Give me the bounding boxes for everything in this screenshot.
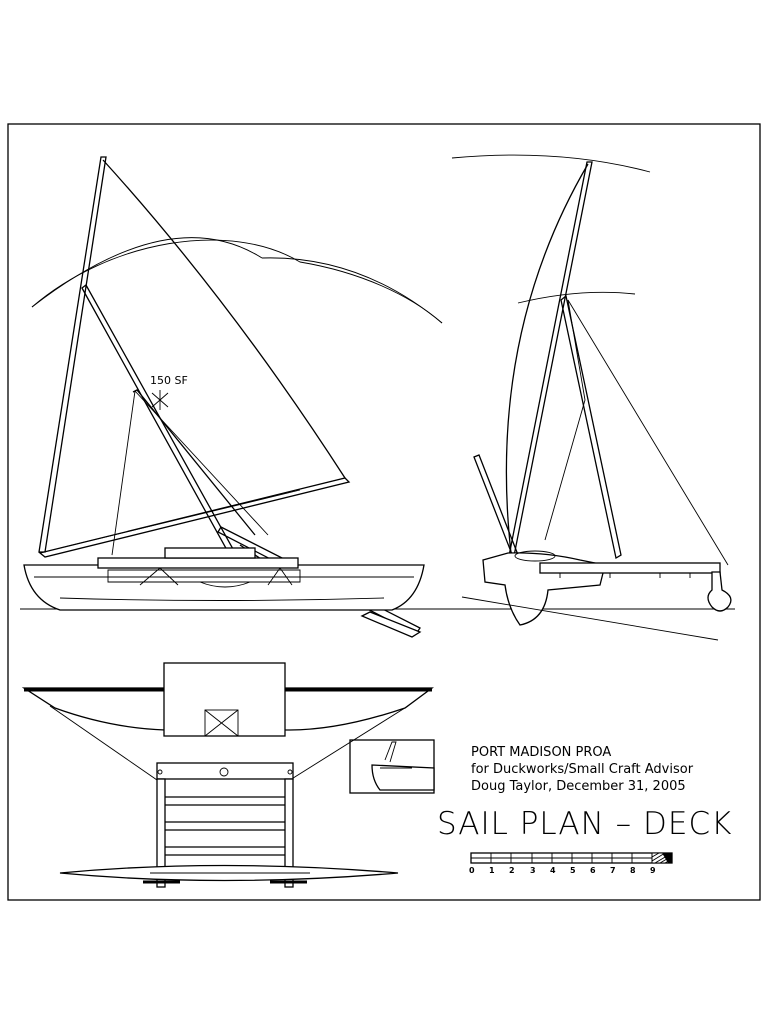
scale-tick-1: 1 [489, 866, 495, 875]
boom [38, 477, 351, 558]
scale-tick-6: 6 [590, 866, 596, 875]
side-elevation: 150 SF [23, 156, 443, 638]
title-line-1: PORT MADISON PROA [471, 745, 611, 760]
scale-tick-7: 7 [610, 866, 616, 875]
sail-leech [102, 159, 346, 479]
title-line-3: Doug Taylor, December 31, 2005 [471, 779, 686, 794]
scale-tick-5: 5 [570, 866, 576, 875]
ama-side [360, 611, 422, 638]
title-line-2: for Duckworks/Small Craft Advisor [471, 762, 694, 777]
end-ama [707, 571, 732, 612]
scale-tick-9: 9 [650, 866, 656, 875]
center-of-effort-marker [151, 390, 169, 410]
sail-area-label: 150 SF [150, 374, 188, 387]
scale-tick-0: 0 [469, 866, 475, 875]
mast [81, 284, 239, 562]
scale-bar-numbers: 0 1 2 3 4 5 6 7 8 9 [469, 866, 656, 875]
sheet-border [7, 123, 761, 901]
end-elevation [451, 154, 732, 641]
sheet-title: SAIL PLAN – DECK [437, 806, 732, 842]
scale-tick-4: 4 [550, 866, 556, 875]
upper-yard [38, 156, 107, 553]
detail-inset [349, 739, 435, 794]
scale-tick-3: 3 [530, 866, 536, 875]
scale-bar [470, 852, 673, 864]
end-mast [560, 294, 622, 560]
scale-tick-2: 2 [509, 866, 515, 875]
deck-plan [21, 662, 434, 888]
hull-side [23, 564, 425, 611]
sail-swing-arc [31, 237, 443, 324]
scale-tick-8: 8 [630, 866, 636, 875]
